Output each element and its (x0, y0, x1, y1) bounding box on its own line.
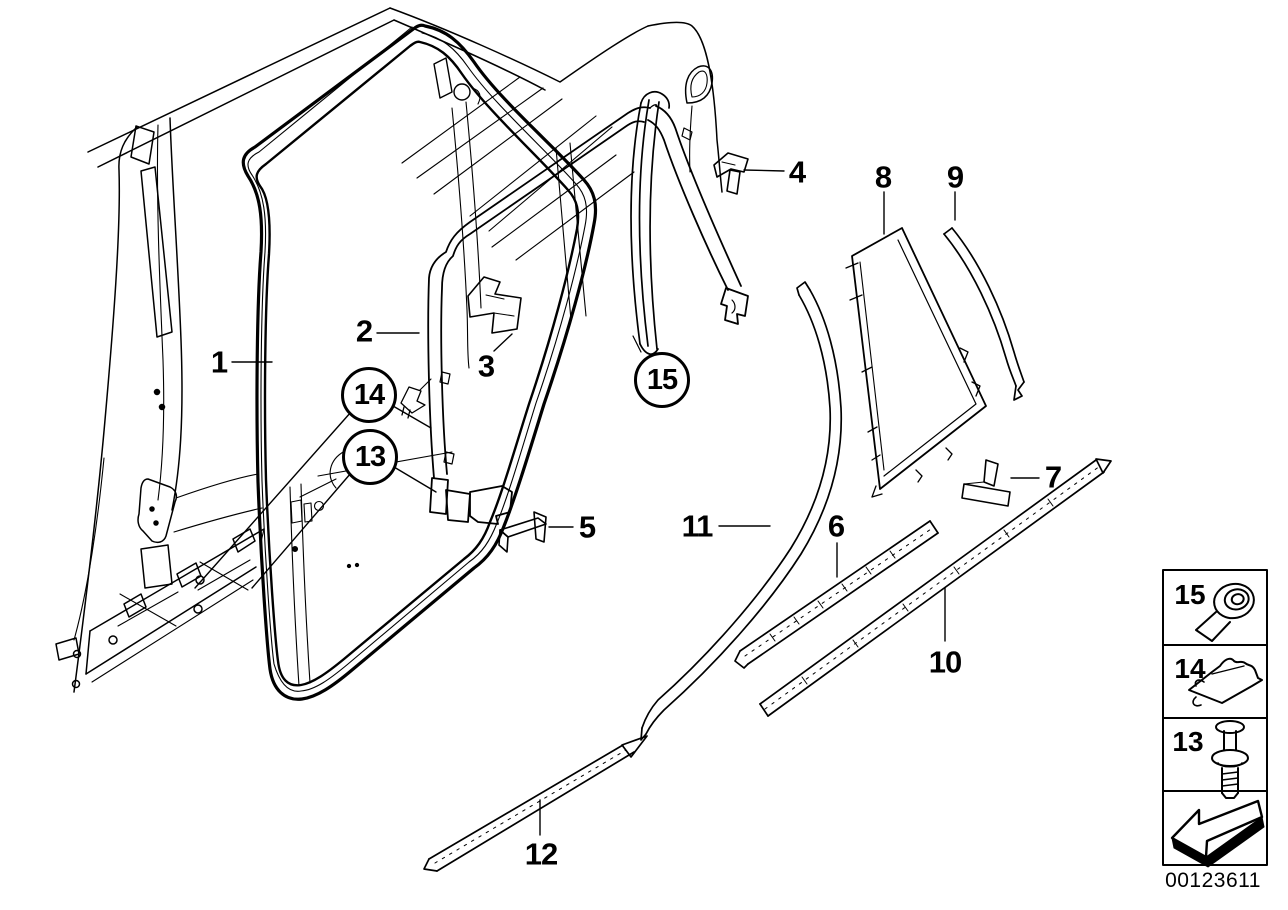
callout-8: 8 (874, 159, 892, 195)
callout-2: 2 (355, 313, 373, 349)
sill-strip-part-10 (759, 458, 1112, 717)
clip-part-5 (498, 511, 547, 553)
legend-item-14-number: 14 (1174, 653, 1206, 684)
callout-15-label: 15 (646, 363, 678, 396)
legend-item-15-number: 15 (1174, 579, 1206, 610)
callout-4: 4 (788, 154, 806, 190)
callout-11: 11 (681, 508, 714, 544)
window-channel-part-15 (630, 91, 671, 355)
callout-13-label: 13 (354, 440, 386, 473)
tape-roll-icon (1213, 582, 1255, 620)
expanding-rivet-icon (1211, 720, 1249, 799)
callout-1: 1 (210, 344, 228, 380)
callout-6: 6 (827, 508, 845, 544)
clip-part-7 (961, 459, 1011, 507)
callout-15-circle: 15 (634, 352, 690, 408)
drawing-number: 00123611 (1165, 869, 1261, 892)
clip-part-4 (713, 152, 749, 195)
trim-strip-part-9 (943, 227, 1025, 401)
door-inner-details (289, 57, 635, 687)
callout-14-label: 14 (353, 378, 385, 411)
callout-5: 5 (578, 509, 596, 545)
leader-lines (194, 169, 1040, 836)
edge-strip-part-11 (640, 281, 843, 741)
legend-item-13-number: 13 (1172, 726, 1204, 757)
weatherstrip-part-6 (734, 520, 939, 669)
callout-13-circle: 13 (342, 429, 398, 485)
clip-part-3 (467, 276, 522, 334)
callout-12: 12 (524, 836, 558, 872)
callout-14-circle: 14 (341, 367, 397, 423)
callout-7: 7 (1044, 459, 1062, 495)
lower-strip-part-12 (423, 735, 648, 872)
legend-box (1162, 569, 1268, 868)
direction-arrow-icon (1170, 799, 1265, 868)
callout-3: 3 (477, 348, 495, 384)
fixed-window-trim-part-8 (845, 227, 987, 498)
callout-9: 9 (946, 159, 964, 195)
door-seal-part-1 (241, 23, 598, 701)
callout-10: 10 (928, 644, 962, 680)
retaining-clip-icon (1188, 657, 1263, 707)
body-side-panel (55, 7, 723, 693)
